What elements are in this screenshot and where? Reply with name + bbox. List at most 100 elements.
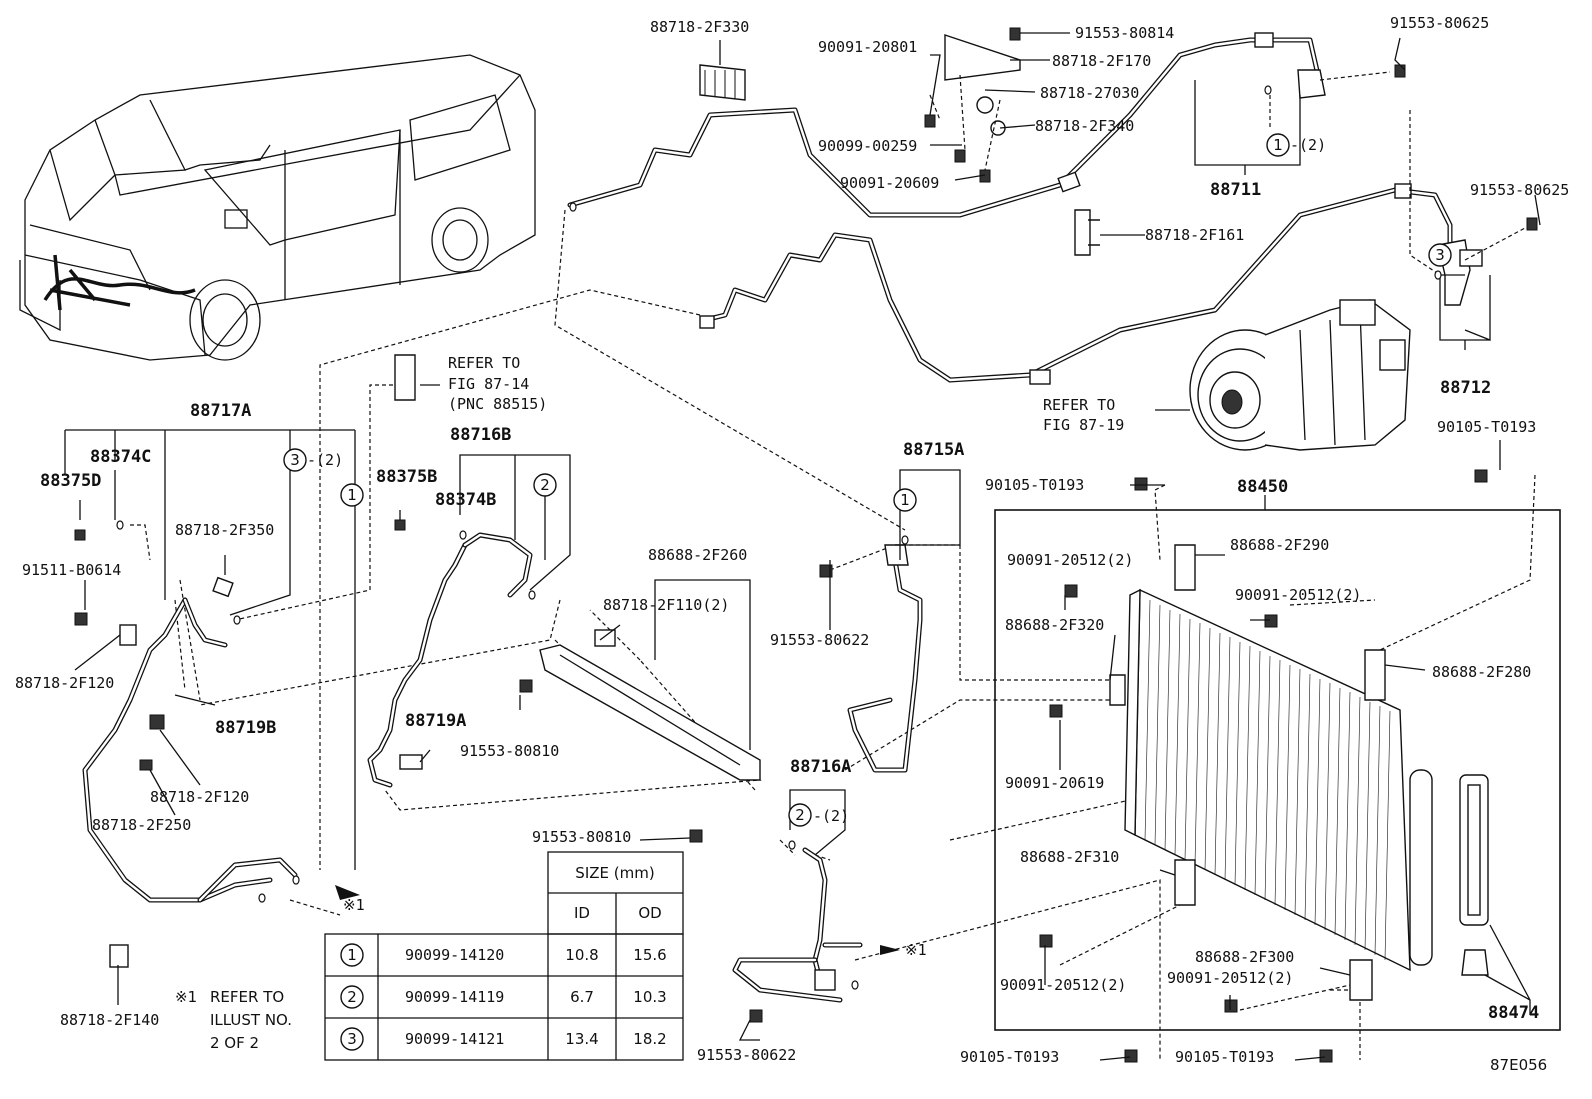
label-88718-2F120-a: 88718-2F120	[15, 674, 114, 692]
label-91553-80810-a: 91553-80810	[460, 742, 559, 760]
discharge-hose-88712	[699, 183, 1483, 385]
label-refer-fig-87-14-a: REFER TO	[448, 354, 520, 372]
label-88688-2F310: 88688-2F310	[1020, 848, 1119, 866]
label-90091-20609: 90091-20609	[840, 174, 939, 192]
label-91553-80622-a: 91553-80622	[770, 631, 869, 649]
label-88718-2F330: 88718-2F330	[650, 18, 749, 36]
diagram-code: 87E056	[1490, 1056, 1547, 1074]
label-88715A: 88715A	[903, 440, 964, 460]
label-88374B: 88374B	[435, 490, 496, 510]
note-mark: ※1	[175, 988, 197, 1006]
label-88711: 88711	[1210, 180, 1261, 200]
label-88718-2F161: 88718-2F161	[1145, 226, 1244, 244]
label-90105-T0193-b: 90105-T0193	[985, 476, 1084, 494]
label-88688-2F260: 88688-2F260	[648, 546, 747, 564]
size-row-1-part: 90099-14120	[405, 946, 504, 964]
pipe-88716A	[335, 847, 900, 1023]
o-rings	[116, 85, 1442, 990]
size-row-3-od: 18.2	[633, 1030, 666, 1048]
van-illustration	[19, 54, 536, 361]
svg-text:2: 2	[540, 476, 550, 494]
condenser-assembly-88450	[994, 469, 1561, 1063]
label-90091-20801: 90091-20801	[818, 38, 917, 56]
label-88717A-tag: -(2)	[307, 451, 343, 469]
label-91553-80810-b: 91553-80810	[532, 828, 631, 846]
label-88688-2F300: 88688-2F300	[1195, 948, 1294, 966]
label-88718-2F170: 88718-2F170	[1052, 52, 1151, 70]
label-90091-20619: 90091-20619	[1005, 774, 1104, 792]
svg-text:1: 1	[347, 486, 357, 504]
label-88718-2F250: 88718-2F250	[92, 816, 191, 834]
label-90091-20512-d: 90091-20512(2)	[1167, 969, 1293, 987]
label-refer-fig-87-19-b: FIG 87-19	[1043, 416, 1124, 434]
size-row-2-mark: 2	[347, 988, 357, 1006]
label-91553-80622-b: 91553-80622	[697, 1046, 796, 1064]
label-90091-20512-b: 90091-20512(2)	[1235, 586, 1361, 604]
label-88474: 88474	[1488, 1003, 1539, 1023]
label-88718-2F350: 88718-2F350	[175, 521, 274, 539]
size-row-3-id: 13.4	[565, 1030, 598, 1048]
label-88718-2F140: 88718-2F140	[60, 1011, 159, 1029]
suction-hose-88711	[567, 32, 1326, 218]
label-refer-fig-87-19-a: REFER TO	[1043, 396, 1115, 414]
size-row-2-od: 10.3	[633, 988, 666, 1006]
svg-text:1: 1	[1273, 136, 1283, 154]
ref-mark-1: ※1	[343, 896, 365, 914]
size-row-1-od: 15.6	[633, 946, 666, 964]
label-88716A: 88716A	[790, 757, 851, 777]
pipe-88715A	[819, 544, 923, 773]
circle-markers: 1 3 1 2 2 3 1	[283, 133, 1452, 827]
pipe-88716B	[367, 354, 533, 788]
size-row-1-id: 10.8	[565, 946, 598, 964]
label-88716A-tag: -(2)	[813, 807, 849, 825]
label-90105-T0193-c: 90105-T0193	[960, 1048, 1059, 1066]
svg-text:3: 3	[1435, 246, 1445, 264]
label-refer-fig-87-14-b: FIG 87-14	[448, 375, 529, 393]
label-88711-tag: -(2)	[1290, 136, 1326, 154]
part-labels: 88718-2F330 90091-20801 91553-80814 8871…	[15, 14, 1569, 1074]
label-88716B: 88716B	[450, 425, 511, 445]
label-88718-2F110: 88718-2F110(2)	[603, 596, 729, 614]
label-91553-80814: 91553-80814	[1075, 24, 1174, 42]
label-leaders	[64, 32, 1541, 1061]
label-90091-20512-c: 90091-20512(2)	[1000, 976, 1126, 994]
label-90099-00259: 90099-00259	[818, 137, 917, 155]
svg-text:2: 2	[795, 806, 805, 824]
size-row-3-part: 90099-14121	[405, 1030, 504, 1048]
svg-text:3: 3	[290, 451, 300, 469]
label-88375D: 88375D	[40, 471, 101, 491]
size-table-title: SIZE (mm)	[575, 864, 654, 882]
ref-mark-2: ※1	[905, 941, 927, 959]
label-88688-2F290: 88688-2F290	[1230, 536, 1329, 554]
size-row-2-part: 90099-14119	[405, 988, 504, 1006]
label-90105-T0193-a: 90105-T0193	[1437, 418, 1536, 436]
compressor-88450	[1189, 299, 1411, 451]
label-88719A: 88719A	[405, 711, 466, 731]
note-line-1: REFER TO	[210, 988, 284, 1006]
label-90105-T0193-d: 90105-T0193	[1175, 1048, 1274, 1066]
label-88718-27030: 88718-27030	[1040, 84, 1139, 102]
size-table: SIZE (mm) ID OD 1 90099-14120 10.8 15.6 …	[324, 851, 684, 1061]
note-line-3: 2 OF 2	[210, 1034, 259, 1052]
label-refer-fig-87-14-c: (PNC 88515)	[448, 395, 547, 413]
label-88718-2F120-b: 88718-2F120	[150, 788, 249, 806]
label-88719B: 88719B	[215, 718, 276, 738]
size-row-3-mark: 3	[347, 1030, 357, 1048]
note-line-2: ILLUST NO.	[210, 1011, 292, 1029]
label-88712: 88712	[1440, 378, 1491, 398]
label-88450: 88450	[1237, 477, 1288, 497]
label-91553-80625-a: 91553-80625	[1390, 14, 1489, 32]
label-88375B: 88375B	[376, 467, 437, 487]
size-table-col-id: ID	[574, 904, 590, 922]
label-88374C: 88374C	[90, 447, 151, 467]
label-91511-B0614: 91511-B0614	[22, 561, 121, 579]
label-88718-2F340: 88718-2F340	[1035, 117, 1134, 135]
size-row-1-mark: 1	[347, 946, 357, 964]
label-91553-80625-b: 91553-80625	[1470, 181, 1569, 199]
label-88688-2F320: 88688-2F320	[1005, 616, 1104, 634]
bracket-88688-2F260	[519, 629, 761, 843]
label-88717A: 88717A	[190, 401, 251, 421]
size-table-col-od: OD	[638, 904, 661, 922]
